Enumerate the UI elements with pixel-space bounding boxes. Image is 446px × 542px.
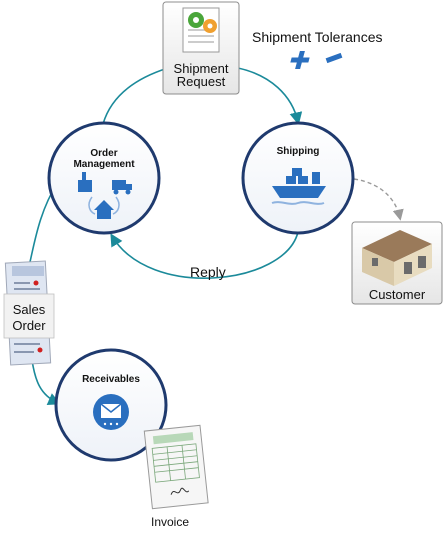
invoice-label: Invoice bbox=[150, 515, 190, 529]
sales-order-label: Sales Order bbox=[4, 302, 54, 334]
arrow-sales-order-to-receivables bbox=[31, 359, 61, 405]
sales-order-line1: Sales bbox=[12, 302, 46, 317]
shipment-request-label: Shipment Request bbox=[163, 62, 239, 88]
shipment-request-line2: Request bbox=[176, 74, 226, 89]
shipment-request-line1: Shipment bbox=[173, 61, 229, 76]
order-management-line2: Management bbox=[73, 159, 135, 170]
arrow-request-to-order bbox=[102, 67, 169, 125]
sales-order-line2: Order bbox=[12, 318, 46, 333]
shipment-request-box bbox=[162, 1, 240, 95]
factory-truck-home-icon bbox=[78, 172, 132, 219]
shipping-title: Shipping bbox=[276, 146, 320, 157]
envelope-icon bbox=[93, 394, 129, 430]
cargo-ship-icon bbox=[271, 168, 326, 205]
sales-order-document bbox=[3, 260, 55, 366]
shipping-circle bbox=[241, 121, 355, 235]
order-management-title: Order Management bbox=[64, 148, 144, 170]
plus-icon bbox=[290, 51, 310, 69]
minus-icon bbox=[325, 52, 343, 64]
gear-document-icon bbox=[182, 7, 220, 53]
warehouse-icon bbox=[362, 230, 432, 286]
order-management-line1: Order bbox=[90, 148, 118, 159]
order-management-circle bbox=[47, 121, 161, 235]
arrow-shipping-reply-to-order bbox=[110, 231, 299, 279]
arrow-request-to-shipping bbox=[237, 67, 303, 126]
customer-box bbox=[351, 221, 443, 305]
receivables-circle bbox=[54, 348, 168, 462]
shipment-tolerances-label: Shipment Tolerances bbox=[252, 29, 383, 45]
customer-label: Customer bbox=[368, 287, 426, 302]
reply-label: Reply bbox=[190, 264, 226, 280]
receivables-title: Receivables bbox=[82, 374, 140, 385]
invoice-document-icon bbox=[143, 424, 209, 510]
